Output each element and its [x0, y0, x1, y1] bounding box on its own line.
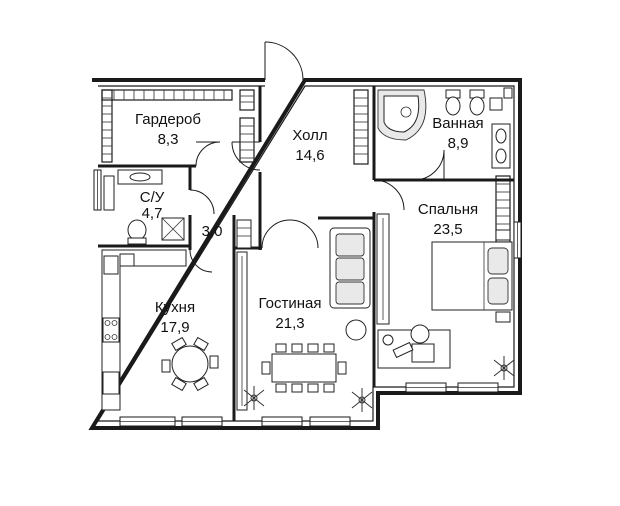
room-name-bathroom: Ванная [432, 115, 483, 132]
kitchen-table [171, 345, 209, 383]
plant-icon [243, 386, 265, 410]
bedroom-furniture [376, 213, 515, 380]
bathroom-fixtures [377, 89, 511, 169]
room-name-hall: Холл [292, 127, 327, 144]
room-area-hall: 14,6 [295, 147, 324, 164]
plant-icon [351, 388, 373, 412]
room-name-kitchen: Кухня [155, 299, 195, 316]
room-area-wc: 4,7 [142, 205, 163, 222]
living-furniture [236, 219, 373, 412]
room-name-living: Гостиная [259, 295, 322, 312]
room-area-wardrobe: 8,3 [158, 131, 179, 148]
vent-shaft [503, 87, 513, 99]
dining-table [271, 353, 337, 383]
kitchen-sink [103, 255, 119, 275]
room-area-kitchen: 17,9 [160, 319, 189, 336]
room-area-bedroom: 23,5 [433, 221, 462, 238]
kitchen-furniture [101, 249, 219, 411]
windows [93, 87, 522, 427]
coffee-table [345, 319, 367, 341]
desk-chair [410, 324, 430, 344]
stove [102, 317, 120, 343]
plant-icon [493, 356, 515, 380]
wc-fixtures [103, 169, 185, 245]
doors [189, 41, 445, 273]
room-labels: Гардероб 8,3 Холл 14,6 Ванная 8,9 С/У 4,… [135, 111, 484, 336]
room-area-living: 21,3 [275, 315, 304, 332]
room-name-bedroom: Спальня [418, 201, 478, 218]
room-name-wc: С/У [140, 189, 165, 206]
room-area-bathroom: 8,9 [448, 135, 469, 152]
wc-washer [103, 175, 115, 211]
room-area-corridor: 3,0 [202, 223, 223, 240]
room-name-wardrobe: Гардероб [135, 111, 201, 128]
outer-walls [88, 78, 522, 430]
wc-toilet [127, 219, 147, 241]
